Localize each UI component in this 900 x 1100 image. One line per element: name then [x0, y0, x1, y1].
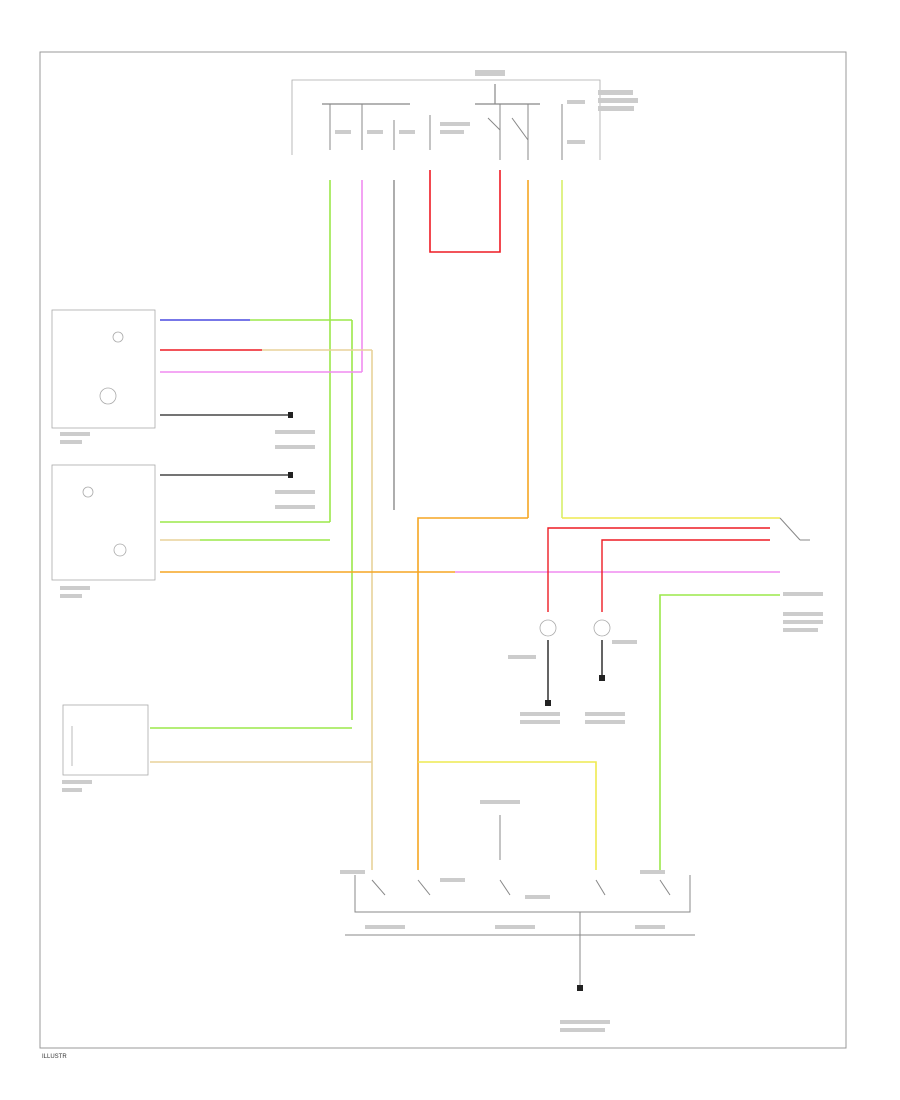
bottom-ground	[577, 985, 583, 991]
right-switch	[779, 517, 810, 541]
right-lamp-1	[539, 619, 557, 637]
top-module-text	[335, 70, 638, 144]
left-lower-component	[62, 704, 149, 776]
terminal-row4	[288, 412, 293, 418]
wire-red-loop	[429, 170, 501, 253]
wire-yellow-lower	[418, 761, 597, 870]
bottom-switch-panel	[345, 815, 695, 985]
wire-red-right-1	[547, 527, 770, 612]
top-module-contacts	[329, 104, 563, 160]
ground-right-2	[599, 675, 605, 681]
wire-green-right-loop	[659, 594, 780, 870]
wire-red-right-2	[601, 539, 770, 612]
terminal-row5	[288, 472, 293, 478]
left-middle-connector	[51, 464, 156, 581]
wire-orange-branch	[417, 517, 528, 870]
placeholder-text-bars	[60, 430, 823, 1032]
left-upper-connector	[51, 309, 156, 429]
diagram-frame	[39, 51, 847, 1049]
right-lamp-2	[593, 619, 611, 637]
top-module	[291, 79, 601, 160]
footer-label: ILLUSTR	[42, 1054, 67, 1060]
ground-right-1	[545, 700, 551, 706]
